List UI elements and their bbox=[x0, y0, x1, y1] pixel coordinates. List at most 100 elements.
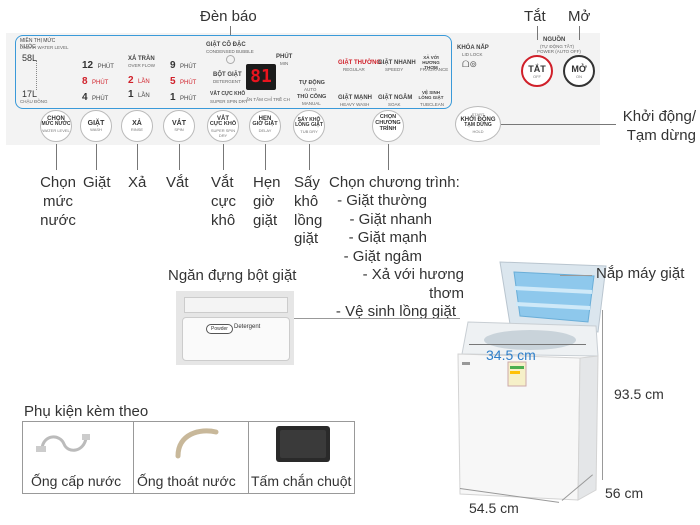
thu-cong-label: THỦ CÔNG bbox=[297, 94, 327, 100]
indicator-lights-label: Đèn báo bbox=[200, 8, 257, 25]
prog-indicator-1: GIẶT NHANH bbox=[378, 60, 416, 66]
wash-times: 12 PHÚT 8 PHÚT 4 PHÚT bbox=[82, 60, 114, 103]
top-width-dim-line bbox=[469, 344, 586, 345]
prog-indicator-4-sub: SOAK bbox=[388, 102, 401, 107]
spin-caption: Vắt bbox=[166, 174, 189, 191]
vat-cuc-kho-indicator-sub: SUPER SPIN DRY bbox=[210, 99, 248, 104]
callout-line-tub-dry bbox=[309, 144, 310, 170]
rinse-times: 2 LẦN 1 LẦN bbox=[128, 75, 150, 100]
power-off-button[interactable]: TẮT OFF bbox=[521, 55, 553, 87]
drawer-callout-line bbox=[294, 318, 460, 319]
display-digits: 81 bbox=[250, 66, 272, 87]
water-inlet-hose-icon bbox=[36, 434, 90, 452]
program-caption: Chọn chương trình: bbox=[329, 174, 460, 191]
power-sub2: POWER (AUTO OFF) bbox=[537, 49, 581, 54]
prog-indicator-4: GIẶT NGÂM bbox=[378, 95, 413, 101]
prog-indicator-2: XẢ VỚI HƯƠNG THƠM bbox=[422, 55, 440, 70]
prog-indicator-5: VỆ SINH LỒNG GIẶT bbox=[418, 90, 444, 100]
xa-tran-sub: OVER FLOW bbox=[128, 63, 156, 68]
height-dim-line bbox=[602, 310, 603, 480]
callout-line-wash bbox=[96, 144, 97, 170]
water-level-button[interactable]: CHỌN MỨC NƯỚC WATER LEVEL bbox=[40, 110, 72, 142]
wash-caption: Giặt bbox=[83, 174, 111, 191]
prog-indicator-5-sub: TUBCLEAN bbox=[420, 102, 445, 107]
mouse-guard-icon bbox=[276, 426, 330, 462]
water-level-bottom-sub: CHẬU ĐỒNG bbox=[20, 99, 48, 104]
tu-dong-label: TỰ ĐỘNG bbox=[299, 80, 325, 86]
lid-lock-label: KHÓA NẮP bbox=[457, 45, 489, 51]
water-level-title: MIỀN THỊ MỨC NƯỚC bbox=[20, 38, 56, 50]
width-dim: 54.5 cm bbox=[469, 500, 519, 516]
bot-giat-sub: DETERGENT bbox=[213, 79, 241, 84]
water-level-bottom: 17L bbox=[22, 89, 38, 99]
indicator-callout-line bbox=[230, 26, 231, 35]
prog-indicator-0: GIẶT THƯỜNG bbox=[338, 60, 382, 66]
lid-callout-line bbox=[560, 275, 592, 276]
program-item: - Giặt ngâm bbox=[343, 247, 422, 265]
tu-dong-sub: AUTO bbox=[304, 87, 317, 92]
prog-indicator-3-sub: HEAVY WASH bbox=[340, 102, 370, 107]
water-level-caption: Chọn mức nước bbox=[40, 174, 76, 229]
super-spin-dry-button[interactable]: VẮT CỰC KHÔ SUPER SPIN DRY bbox=[207, 110, 239, 142]
giat-co-dac-label: GIẶT CÔ ĐẶC bbox=[206, 42, 246, 48]
spin-button[interactable]: VẮT SPIN bbox=[163, 110, 195, 142]
program-list: - Giặt thường - Giặt nhanh - Giặt mạnh -… bbox=[324, 192, 474, 322]
water-level-top: 58L bbox=[22, 53, 38, 63]
program-item: - Giặt thường bbox=[337, 192, 427, 209]
prog-indicator-3: GIẶT MẠNH bbox=[338, 95, 372, 101]
on-label: Mở bbox=[568, 8, 591, 25]
accessory-inlet-hose: Ống cấp nước bbox=[31, 473, 122, 489]
xa-tran-label: XẢ TRÀN bbox=[128, 56, 155, 62]
digital-display: 81 bbox=[246, 64, 276, 90]
depth-dim: 56 cm bbox=[605, 485, 644, 501]
water-level-dots bbox=[36, 60, 39, 90]
super-spin-caption: Vắt cực khô bbox=[211, 174, 237, 229]
prog-indicator-2-sub: FRAGRANCE bbox=[420, 67, 449, 72]
on-callout-line bbox=[579, 26, 580, 40]
callout-line-delay bbox=[265, 144, 266, 170]
program-item: - Giặt nhanh bbox=[349, 210, 432, 228]
rinse-button[interactable]: XẢ RINSE bbox=[121, 110, 153, 142]
thu-cong-sub: MANUAL bbox=[302, 101, 321, 106]
off-callout-line bbox=[537, 26, 538, 40]
tub-dry-caption: Sấy khô lồng giặt bbox=[294, 174, 323, 248]
off-label: Tắt bbox=[524, 8, 546, 25]
phut-label: PHÚT bbox=[276, 54, 293, 60]
giat-co-dac-sub: CONDENSED BUBBLE bbox=[206, 49, 254, 54]
detergent-drawer-photo: Powder Detergent bbox=[176, 291, 294, 365]
prog-indicator-0-sub: REGULAR bbox=[343, 67, 365, 72]
height-dim: 93.5 cm bbox=[614, 386, 664, 402]
indicator-outline bbox=[15, 35, 452, 109]
program-item: - Giặt mạnh bbox=[348, 229, 427, 246]
drawer-detergent-text: Detergent bbox=[234, 324, 261, 330]
callout-line-spin bbox=[179, 144, 180, 170]
detergent-drawer-label: Ngăn đựng bột giặt bbox=[168, 267, 297, 284]
program-item: - Vệ sinh lồng giặt bbox=[335, 303, 456, 320]
top-width-dim: 34.5 cm bbox=[486, 347, 536, 363]
wash-button[interactable]: GIẶT WASH bbox=[80, 110, 112, 142]
callout-line-super-spin bbox=[223, 144, 224, 170]
phut-sub: MIN bbox=[280, 61, 289, 66]
accessory-drain-hose: Ống thoát nước bbox=[137, 473, 236, 489]
callout-line-water-level bbox=[56, 144, 57, 170]
power-on-button[interactable]: MỞ ON bbox=[563, 55, 595, 87]
delay-caption: Hẹn giờ giặt bbox=[253, 174, 281, 229]
program-button[interactable]: CHỌN CHƯƠNG TRÌNH bbox=[372, 110, 404, 142]
drain-hose-icon bbox=[175, 428, 219, 459]
water-level-sub: LINEAR WATER LEVEL bbox=[20, 45, 69, 50]
lid-label: Nắp máy giặt bbox=[596, 265, 685, 282]
start-pause-button[interactable]: START KHỞI ĐỘNG TẠM DỪNG HOLD bbox=[455, 106, 501, 142]
tub-dry-button[interactable]: SẤY KHÔ LỒNG GIẶT TUB DRY bbox=[293, 110, 325, 142]
power-label: NGUỒN bbox=[543, 37, 566, 43]
delay-timer-button[interactable]: HẸN GIỜ GIẶT DELAY bbox=[249, 110, 281, 142]
power-sub1: (TỰ ĐỘNG TẮT) bbox=[540, 44, 575, 49]
drawer-badge: Powder bbox=[206, 324, 233, 334]
giat-co-dac-dot bbox=[226, 55, 235, 64]
lid-lock-icon: ᗝ⊚ bbox=[462, 59, 478, 69]
callout-line-program bbox=[388, 144, 389, 170]
bot-giat-label: BỘT GIẶT bbox=[213, 72, 242, 78]
start-pause-label: Khởi động/ Tạm dừng bbox=[622, 108, 696, 144]
spin-times: 9 PHÚT 5 PHÚT 1 PHÚT bbox=[170, 60, 197, 103]
accessories-title: Phụ kiện kèm theo bbox=[24, 403, 149, 420]
accessory-mouse-guard: Tấm chắn chuột bbox=[251, 473, 352, 489]
